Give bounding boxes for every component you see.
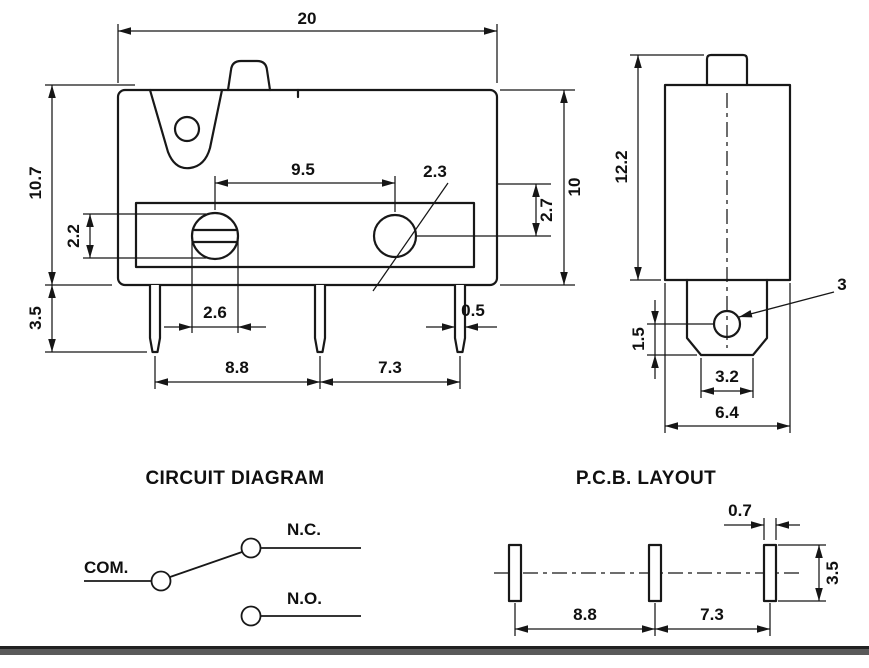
circuit-diagram: CIRCUIT DIAGRAM COM. N.C. N.O. <box>84 468 361 627</box>
side-plunger <box>705 53 749 87</box>
dim-pcb-8-8-label: 8.8 <box>573 605 597 624</box>
dim-6-4-extensions <box>664 283 791 433</box>
pcb-pad-3 <box>762 543 778 603</box>
front-view: 20 10.7 2.2 3.5 9.5 2.3 2.7 10 2.6 <box>26 9 584 389</box>
nc-terminal <box>240 537 262 559</box>
dim-10-7-extensions <box>45 84 135 286</box>
dim-7-3-label: 7.3 <box>378 358 402 377</box>
solder-lug <box>685 278 769 357</box>
pin-1 <box>148 285 162 354</box>
dim-3-5-label: 3.5 <box>26 306 45 330</box>
dim-2-3-label: 2.3 <box>423 162 447 181</box>
no-label: N.O. <box>287 589 322 608</box>
pcb-pad-2 <box>647 543 663 603</box>
dim-0-5-label: 0.5 <box>461 301 485 320</box>
dim-2-3-leader <box>372 182 449 292</box>
dim-pcb-pitch-extensions <box>514 603 771 636</box>
dim-0-7-extensions <box>763 518 777 540</box>
dim-10-label: 10 <box>565 178 584 197</box>
plunger-button <box>226 59 272 92</box>
dim-2-2-label: 2.2 <box>64 224 83 248</box>
dim-12-2-label: 12.2 <box>612 150 631 183</box>
dim-2-6-label: 2.6 <box>203 303 227 322</box>
dim-12-2-extensions <box>630 54 704 281</box>
dim-3-2-label: 3.2 <box>715 367 739 386</box>
pin-2 <box>313 285 327 354</box>
dim-9-5-extensions <box>214 176 396 212</box>
lever-pocket <box>148 88 224 170</box>
dim-2-7-extensions <box>417 183 551 237</box>
dim-pitch-extensions <box>154 356 461 389</box>
switch-body-outline <box>116 88 499 287</box>
dim-8-8-label: 8.8 <box>225 358 249 377</box>
nc-label: N.C. <box>287 520 321 539</box>
dim-1-5-label: 1.5 <box>629 327 648 351</box>
right-hole <box>372 213 418 259</box>
footer-rule <box>0 646 869 655</box>
circuit-diagram-title: CIRCUIT DIAGRAM <box>145 468 324 489</box>
dim-pcb-7-3-label: 7.3 <box>700 605 724 624</box>
dim-6-4-label: 6.4 <box>715 403 739 422</box>
dim-9-5-label: 9.5 <box>291 160 315 179</box>
left-hole <box>190 211 240 261</box>
dim-3-label: 3 <box>837 275 846 294</box>
pcb-pad-1 <box>507 543 523 603</box>
mounting-hole <box>173 115 201 143</box>
footer-rule-dark <box>0 646 869 649</box>
pcb-layout: P.C.B. LAYOUT 0.7 3.5 8.8 7.3 <box>494 468 842 636</box>
dim-2-2-extensions <box>83 213 206 259</box>
footer-rule-gray <box>0 649 869 655</box>
dim-3-leader <box>738 291 835 318</box>
dim-2-7-label: 2.7 <box>537 198 556 222</box>
dim-20-label: 20 <box>298 9 317 28</box>
side-view: 12.2 3 1.5 3.2 6.4 <box>612 53 847 433</box>
dim-20-extensions <box>117 24 498 83</box>
com-terminal <box>150 570 172 592</box>
no-terminal <box>240 605 262 627</box>
dim-0-7-label: 0.7 <box>728 501 752 520</box>
terminal-band <box>134 201 476 269</box>
lug-hole <box>712 309 742 339</box>
dim-pad-3-5-label: 3.5 <box>823 561 842 585</box>
switch-blade <box>169 551 243 578</box>
dim-2-6-extensions <box>191 240 239 333</box>
com-label: COM. <box>84 558 128 577</box>
dim-10-7-label: 10.7 <box>26 166 45 199</box>
dim-1-5-extensions <box>647 323 713 356</box>
pcb-layout-title: P.C.B. LAYOUT <box>576 468 716 489</box>
